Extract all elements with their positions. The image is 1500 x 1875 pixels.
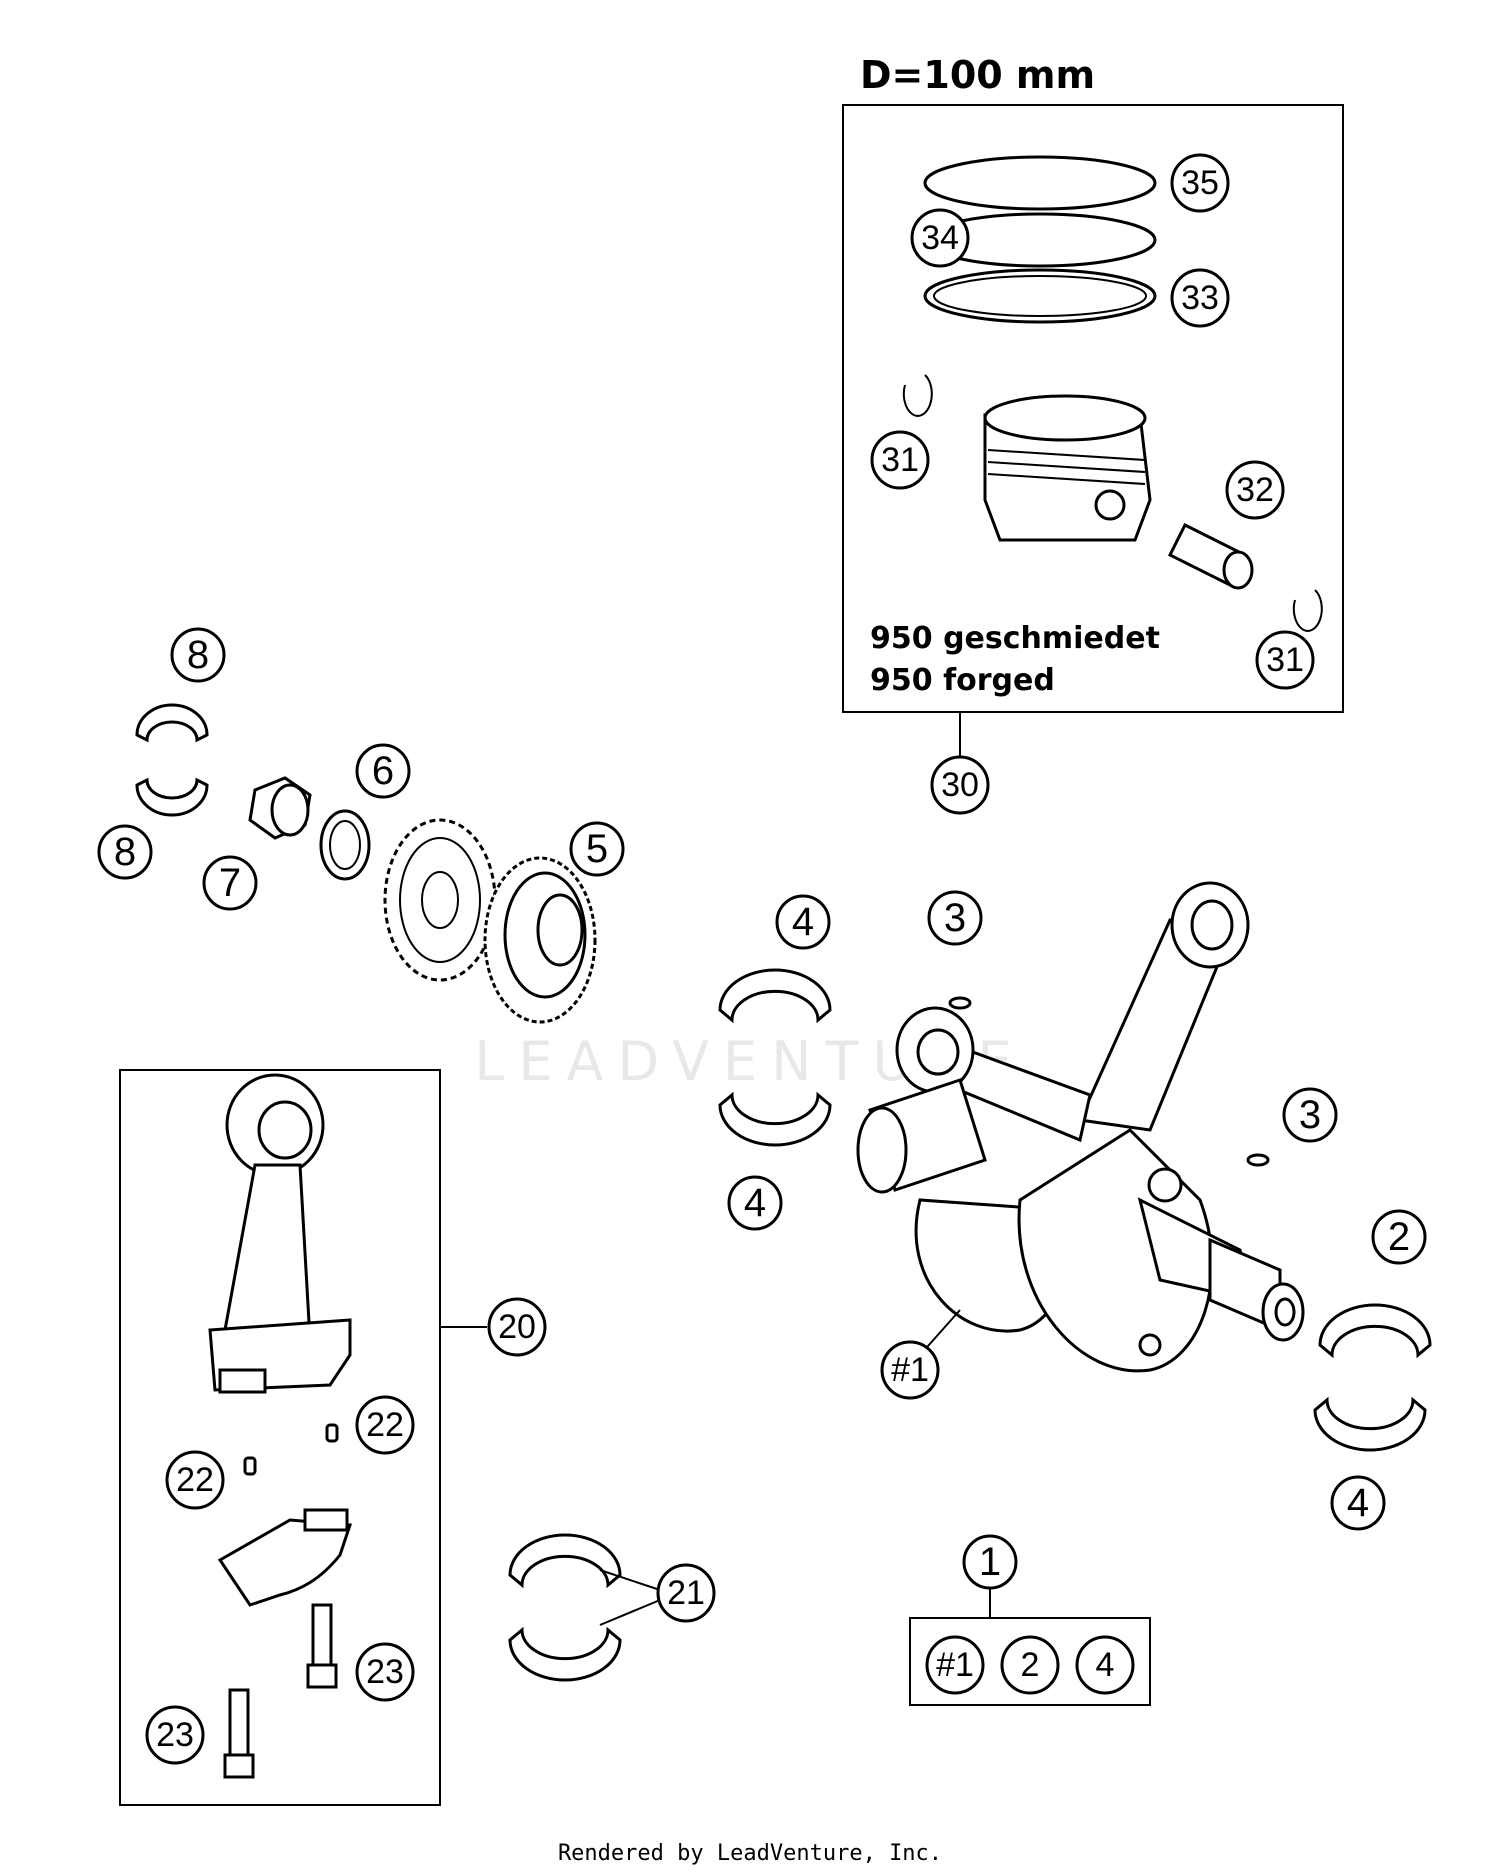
callout-30: 30 <box>941 766 979 804</box>
woodruff-key-lower <box>1246 1153 1270 1167</box>
woodruff-key-upper <box>948 996 972 1010</box>
callout-20: 20 <box>498 1308 536 1346</box>
circlip-left <box>902 374 933 417</box>
callout-22-right: 22 <box>366 1406 404 1444</box>
callout-22-left: 22 <box>176 1461 214 1499</box>
callout-5: 5 <box>586 827 608 871</box>
bearing-shell-8-upper <box>135 703 209 743</box>
kit-item-4: 4 <box>1096 1646 1115 1684</box>
nut-7 <box>248 776 312 840</box>
main-bearing-4-upper <box>718 968 832 1024</box>
callout-6: 6 <box>372 749 394 793</box>
footer-credit: Rendered by LeadVenture, Inc. <box>558 1841 942 1866</box>
crankshaft-set-box <box>909 1617 1151 1706</box>
piston-pin <box>1167 522 1254 590</box>
callout-3-lower: 3 <box>1299 1093 1321 1137</box>
callout-2: 2 <box>1388 1215 1410 1259</box>
kit-item-crankshaft: #1 <box>936 1646 974 1684</box>
callout-crankshaft: #1 <box>891 1351 929 1389</box>
gear-5 <box>483 856 597 1024</box>
washer-6 <box>319 809 371 881</box>
piston-note-en: 950 forged <box>870 663 1055 698</box>
callout-21: 21 <box>667 1574 705 1612</box>
piston-ring-top <box>923 155 1157 211</box>
rod-bolt-left <box>223 1688 255 1779</box>
callout-32: 32 <box>1236 471 1274 509</box>
piston-kit-box <box>842 104 1344 713</box>
callout-23-left: 23 <box>156 1716 194 1754</box>
callout-34: 34 <box>921 219 959 257</box>
crankshaft <box>856 881 1305 1373</box>
callout-4-right: 4 <box>1347 1481 1369 1525</box>
rod-bolt-right <box>306 1603 338 1689</box>
dowel-22-right <box>325 1423 339 1443</box>
callout-1: 1 <box>979 1540 1001 1584</box>
piston-kit-group: D=100 mm 950 geschmiedet 950 forged <box>842 53 1344 758</box>
callout-31-left: 31 <box>881 441 919 479</box>
dowel-22-left <box>243 1456 257 1476</box>
trigger-wheel <box>383 818 497 982</box>
piston-note-de: 950 geschmiedet <box>870 621 1160 656</box>
callout-4-top: 4 <box>792 900 814 944</box>
circlip-right <box>1292 589 1323 632</box>
piston-ring-oil <box>923 268 1157 324</box>
callout-31-right: 31 <box>1266 641 1304 679</box>
main-bearing-2 <box>1318 1303 1432 1359</box>
rod-bearing-21-lower <box>508 1626 622 1682</box>
main-bearing-4-lower <box>718 1091 832 1147</box>
piston <box>983 394 1152 542</box>
piston-kit-header: D=100 mm <box>860 53 1095 97</box>
callout-7: 7 <box>219 861 241 905</box>
callout-3-upper: 3 <box>944 896 966 940</box>
bearing-shell-8-lower <box>135 777 209 817</box>
rod-cap <box>217 1508 353 1607</box>
callout-33: 33 <box>1181 279 1219 317</box>
callout-23-right: 23 <box>366 1653 404 1691</box>
callout-8-upper: 8 <box>187 633 209 677</box>
connecting-rod-kit-group <box>119 1069 487 1806</box>
connecting-rod-kit-box <box>119 1069 441 1806</box>
callout-8-lower: 8 <box>114 830 136 874</box>
rod-bearing-21-upper <box>508 1533 622 1589</box>
connecting-rod <box>208 1073 352 1394</box>
main-bearing-4-right <box>1313 1396 1427 1452</box>
callout-4-middle: 4 <box>744 1181 766 1225</box>
callout-35: 35 <box>1181 164 1219 202</box>
kit-item-2: 2 <box>1021 1646 1040 1684</box>
